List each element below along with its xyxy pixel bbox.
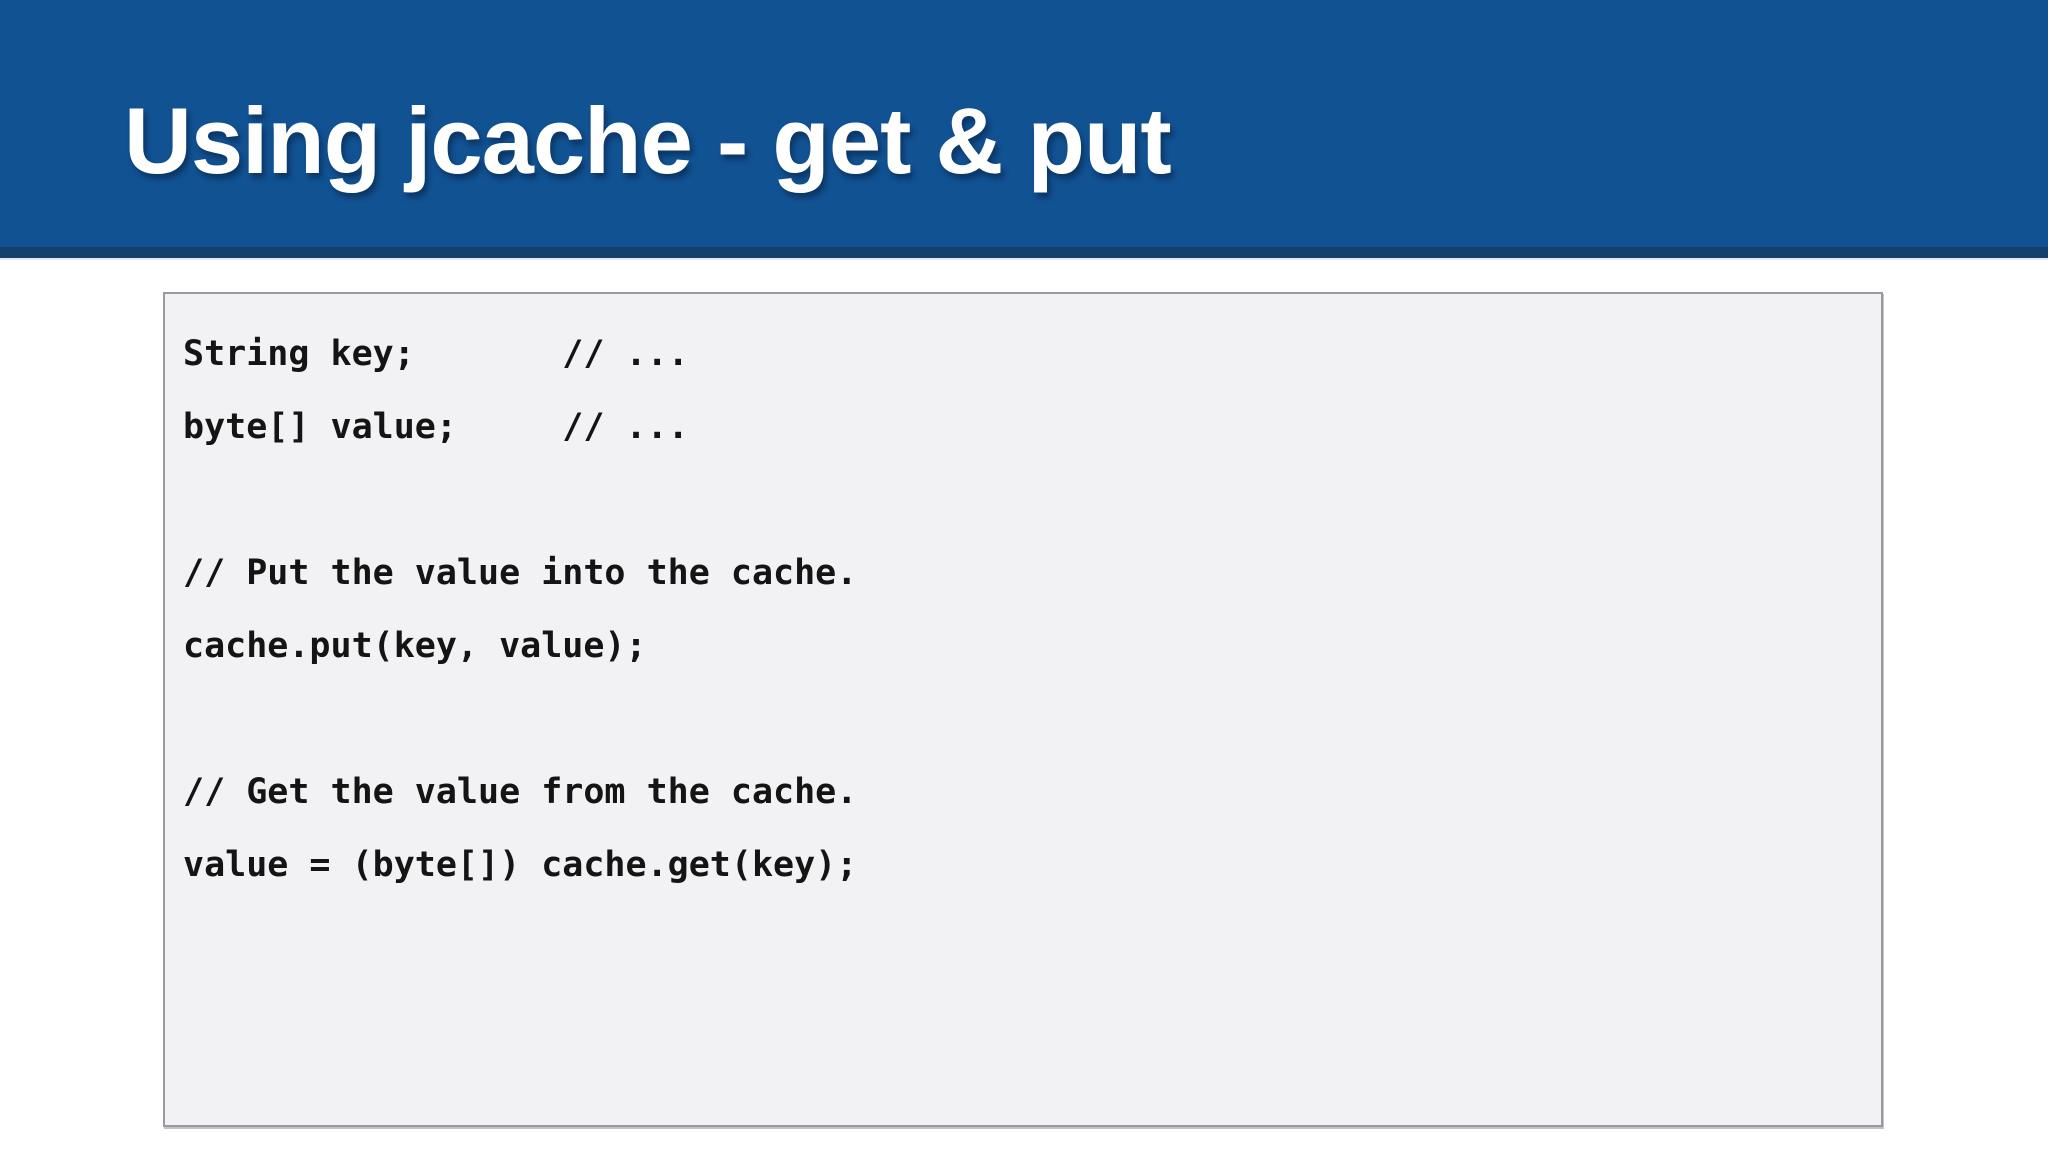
- title-bar: Using jcache - get & put: [0, 0, 2048, 247]
- code-block: String key; // ... byte[] value; // ... …: [183, 334, 858, 885]
- slide-title: Using jcache - get & put: [124, 88, 1172, 193]
- title-bar-underline: [0, 258, 2048, 260]
- title-bar-accent-strip: [0, 247, 2048, 258]
- code-panel: String key; // ... byte[] value; // ... …: [163, 292, 1883, 1127]
